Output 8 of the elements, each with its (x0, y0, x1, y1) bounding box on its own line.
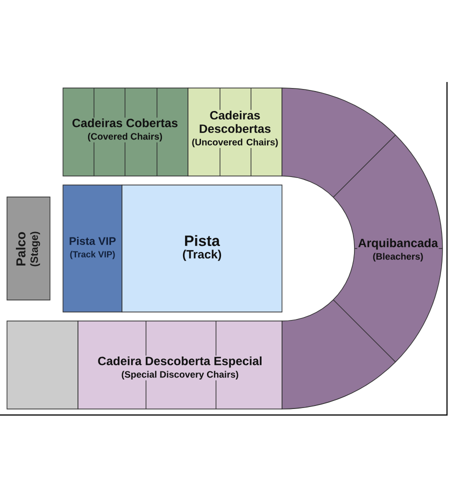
floor-section: Pista VIP (Track VIP) (62, 184, 122, 312)
stage-block: Palco (Stage) (6, 196, 50, 300)
seating-section: Cadeiras Descobertas (Uncovered Chairs) (188, 88, 282, 176)
bleacher-section: Arquibancada (Bleachers) (282, 88, 443, 410)
blank-block (6, 320, 78, 410)
seating-section: Cadeiras Cobertas (Covered Chairs) (62, 88, 188, 176)
floor-section: Pista (Track) (122, 184, 282, 312)
seating-section: Cadeira Descoberta Especial (Special Discovery Chairs) (78, 320, 282, 410)
